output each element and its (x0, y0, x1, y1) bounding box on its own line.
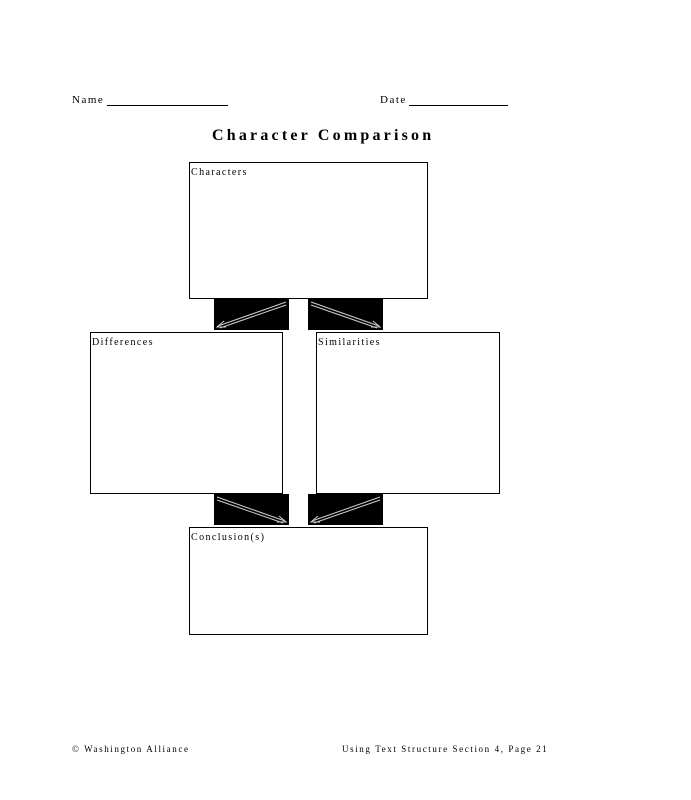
characters-label: Characters (191, 167, 248, 178)
differences-label: Differences (92, 337, 154, 348)
arrow-down-left-icon-bottom (308, 494, 383, 525)
arrow-down-left-icon (214, 299, 289, 330)
characters-box[interactable]: Characters (189, 162, 428, 299)
date-field-line[interactable] (409, 105, 508, 106)
conclusions-box[interactable]: Conclusion(s) (189, 527, 428, 635)
similarities-label: Similarities (318, 337, 381, 348)
conclusions-label: Conclusion(s) (191, 532, 266, 543)
arrow-down-right-icon-bottom (214, 494, 289, 525)
differences-box[interactable]: Differences (90, 332, 283, 494)
similarities-box[interactable]: Similarities (316, 332, 500, 494)
arrow-down-right-icon (308, 299, 383, 330)
date-label: Date (380, 94, 407, 106)
name-label: Name (72, 94, 105, 106)
page-title: Character Comparison (212, 127, 435, 144)
footer-copyright: © Washington Alliance (72, 744, 190, 754)
footer-page-info: Using Text Structure Section 4, Page 21 (342, 744, 549, 754)
name-field-line[interactable] (107, 105, 228, 106)
